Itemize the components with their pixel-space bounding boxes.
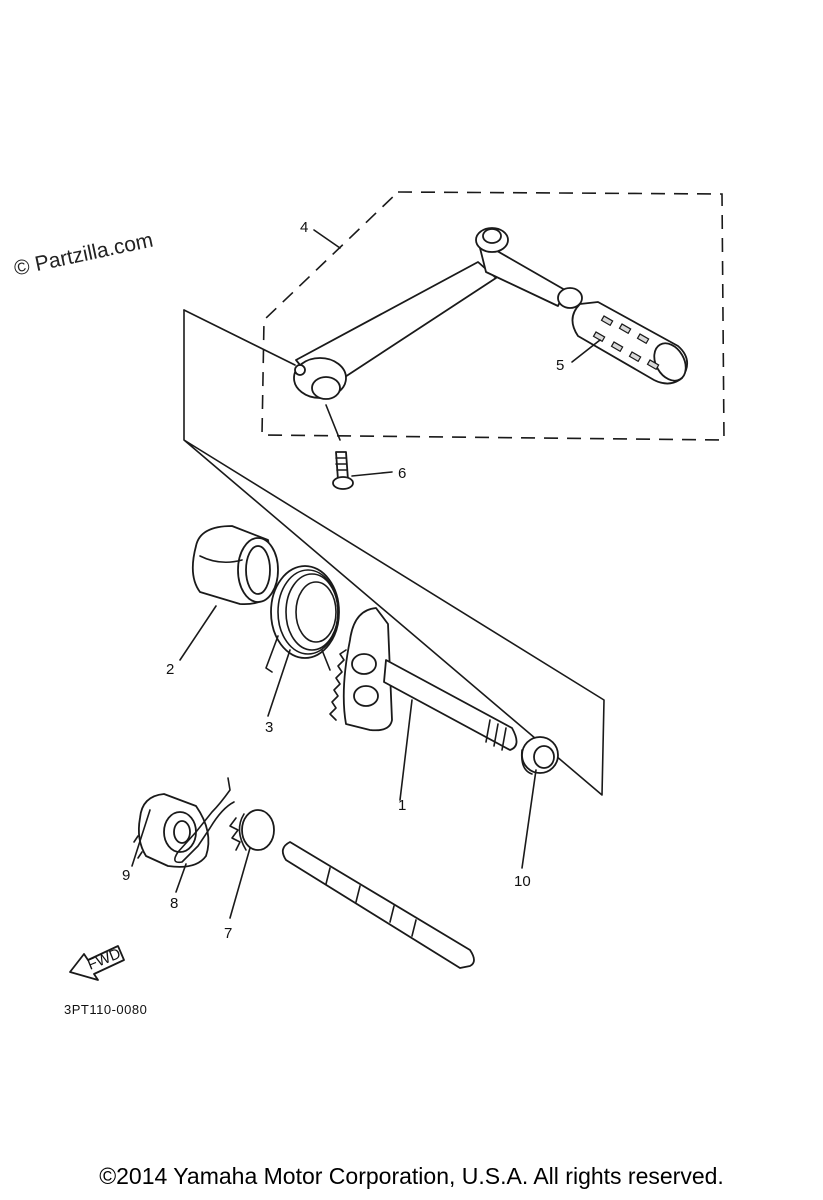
callout-10: 10 <box>514 873 531 890</box>
kick-gear-shaft <box>329 607 518 751</box>
torsion-spring <box>265 565 340 673</box>
shaft-assembly-outline-top <box>183 309 296 366</box>
oil-seal <box>520 736 559 775</box>
callout-5: 5 <box>556 357 564 374</box>
callout-2: 2 <box>166 661 174 678</box>
leader-lines <box>131 229 601 919</box>
callout-8: 8 <box>170 895 178 912</box>
assembly-4-dashed-outline <box>261 191 725 441</box>
callout-6: 6 <box>398 465 406 482</box>
callout-3: 3 <box>265 719 273 736</box>
callout-9: 9 <box>122 867 130 884</box>
callout-1: 1 <box>398 797 406 814</box>
idle-gear <box>229 809 275 851</box>
callout-7: 7 <box>224 925 232 942</box>
main-axle <box>281 841 475 969</box>
fwd-arrow-icon: FWD <box>69 945 125 981</box>
copyright-notice: ©2014 Yamaha Motor Corporation, U.S.A. A… <box>99 1163 724 1189</box>
diagram-code: 3PT110-0080 <box>64 1002 148 1017</box>
shaft-assembly-outline <box>183 309 605 796</box>
callout-4: 4 <box>300 219 308 236</box>
spring-clip <box>174 777 235 864</box>
bolt <box>325 404 354 490</box>
collar <box>191 525 279 605</box>
kick-lever-arm <box>293 227 583 400</box>
grip <box>571 301 688 385</box>
